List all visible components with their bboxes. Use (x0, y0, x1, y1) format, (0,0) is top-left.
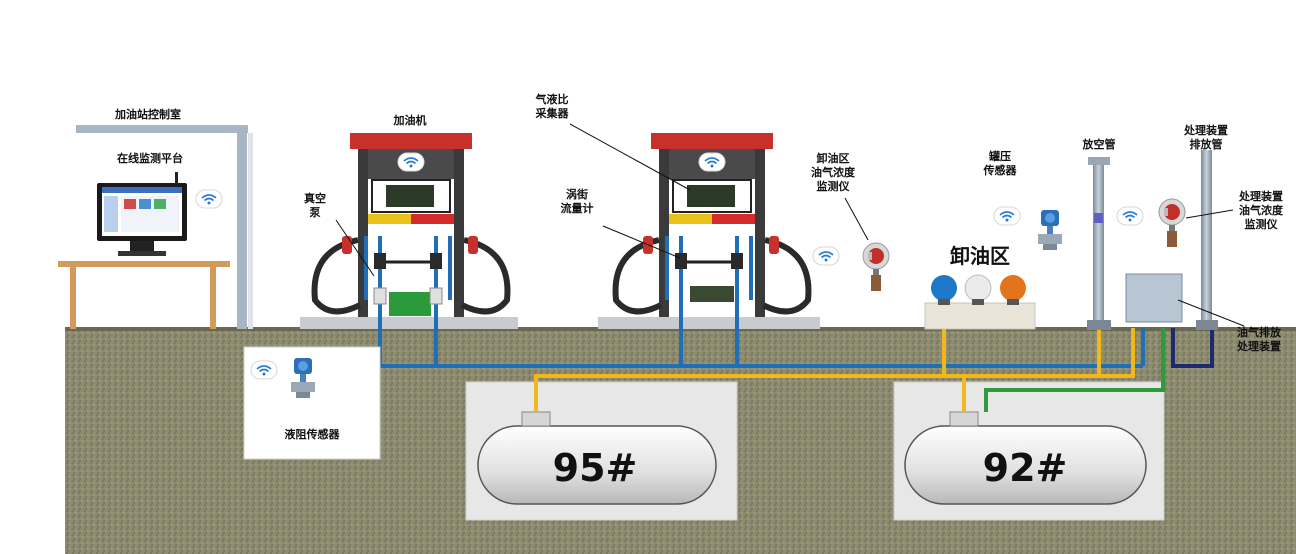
control-room-roof (76, 125, 248, 133)
unload-gas-monitor-icon (862, 242, 890, 292)
turbine-flowmeter-label: 涡街 流量计 (560, 188, 594, 215)
dispenser-label: 加油机 (393, 114, 427, 127)
vent-pipe (1087, 157, 1111, 330)
treatment-conc-monitor-label: 处理装置 油气浓度 监测仪 (1239, 190, 1283, 231)
vapor-treatment-unit (1125, 273, 1183, 323)
tank-92-label: 92# (982, 446, 1068, 490)
yellow-oil-pipes (534, 308, 1135, 412)
tank-95 (477, 425, 717, 505)
wifi-icon (195, 189, 223, 209)
wifi-icon (1116, 206, 1144, 226)
treatment-gas-monitor-icon (1158, 198, 1186, 248)
green-pipe (984, 328, 1165, 412)
treatment-exhaust-label: 处理装置 排放管 (1184, 124, 1228, 151)
control-room-label: 加油站控制室 (115, 108, 181, 121)
tank-92 (904, 425, 1147, 505)
blue-vapor-pipes (330, 236, 1145, 368)
tank-pressure-sensor-label: 罐压 传感器 (983, 150, 1017, 177)
treatment-exhaust-pipe (1196, 150, 1218, 330)
wifi-icon (812, 246, 840, 266)
vapor-treatment-label: 油气排放 处理装置 (1237, 326, 1281, 353)
navy-exhaust-pipe (1171, 328, 1214, 368)
vent-pipe-label: 放空管 (1082, 138, 1116, 151)
monitor-platform-label: 在线监测平台 (117, 152, 183, 165)
unload-area-label: 卸油区 (950, 244, 1010, 268)
dispenser-2 (598, 133, 820, 329)
wifi-icon (250, 360, 278, 380)
liquid-resistance-label: 液阻传感器 (284, 428, 340, 441)
wifi-icon (993, 206, 1021, 226)
vapor-liquid-ratio-label: 气液比 采集器 (535, 93, 569, 120)
tank-pressure-transmitter-icon (1038, 210, 1062, 250)
dispenser-1 (300, 133, 518, 329)
unload-conc-monitor-label: 卸油区 油气浓度 监测仪 (811, 152, 855, 193)
vacuum-pump-label: 真空 泵 (304, 192, 326, 219)
monitor-platform-screen (97, 172, 187, 256)
unload-area (924, 274, 1036, 330)
tank-95-label: 95# (552, 446, 638, 490)
desk (58, 261, 230, 267)
